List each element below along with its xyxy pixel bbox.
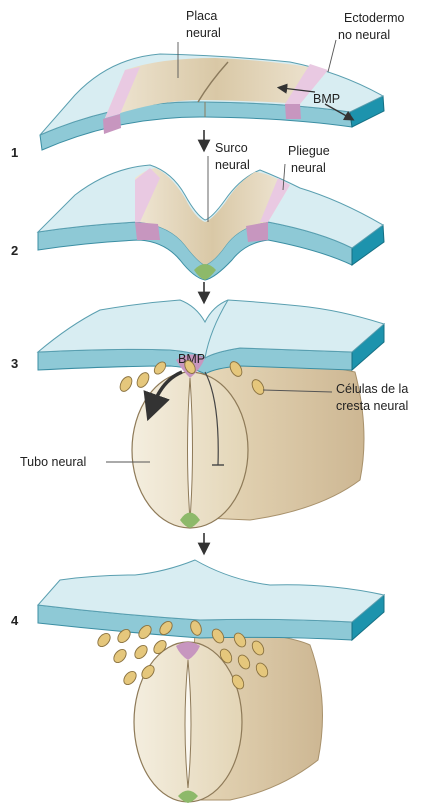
step-1-neural-plate: BMP Placa neural Ectodermo no neural 1	[11, 9, 404, 160]
crest-label-line2: cresta neural	[336, 399, 408, 413]
step-2-neural-groove: Surco neural Pliegue neural 2	[11, 141, 384, 280]
neural-plate-label-line1: Placa	[186, 9, 217, 23]
step-3-tube-closing: BMP Células de la cresta neural Tubo neu…	[11, 300, 408, 528]
crest-cell	[95, 631, 112, 649]
ectoderm-label-line1: Ectodermo	[344, 11, 404, 25]
neural-tube-label: Tubo neural	[20, 455, 86, 469]
crest-cell	[135, 371, 152, 390]
crest-cell	[118, 375, 135, 394]
step-number-2: 2	[11, 243, 18, 258]
step3-tube-lumen	[188, 378, 193, 520]
neural-groove-label-line1: Surco	[215, 141, 248, 155]
step-number-3: 3	[11, 356, 18, 371]
crest-cell	[111, 647, 128, 665]
step2-fold-left-side	[135, 222, 160, 240]
neural-plate-label-line2: neural	[186, 26, 221, 40]
step1-bmp-label: BMP	[313, 92, 340, 106]
neural-fold-label-line1: Pliegue	[288, 144, 330, 158]
neural-groove-label-line2: neural	[215, 158, 250, 172]
crest-label-line1: Células de la	[336, 382, 408, 396]
neural-fold-label-line2: neural	[291, 161, 326, 175]
step-4-neural-tube: 4	[11, 560, 384, 803]
step-number-4: 4	[11, 613, 19, 628]
step-number-1: 1	[11, 145, 18, 160]
step1-border-right-side	[285, 104, 301, 119]
crest-cell	[121, 669, 138, 687]
step3-top-surface	[38, 300, 384, 358]
crest-cell	[132, 643, 149, 661]
ectoderm-label-line2: no neural	[338, 28, 390, 42]
